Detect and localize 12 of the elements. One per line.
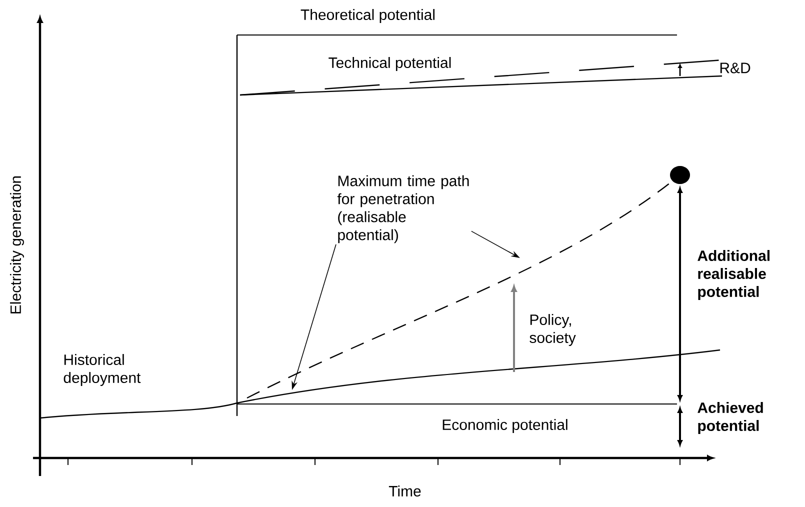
curve-label: Theoretical potential [300, 9, 434, 23]
curve-label: Economic potential [442, 419, 568, 433]
annotation-text: Maximum time path for penetration (realisable potential) [337, 175, 469, 244]
curve-label: Technical potential [328, 57, 451, 71]
curve-label: Historical deployment [64, 354, 141, 386]
axis-label: Time [388, 486, 421, 496]
axis-label: Electricity generation [10, 176, 24, 314]
end-dot [670, 166, 690, 184]
arrow-label: Policy, society [530, 314, 576, 346]
dimension-label: Achieved potential [698, 402, 763, 434]
curve-label: R&D [720, 62, 750, 74]
dimension-label: Additional realisable potential [698, 250, 770, 300]
